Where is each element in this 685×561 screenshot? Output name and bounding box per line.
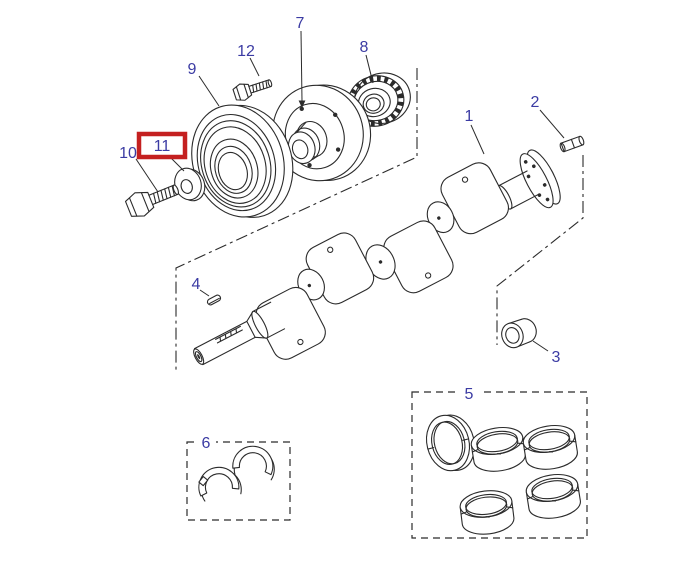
leader-line-9 — [198, 75, 220, 107]
part-thrust-washer-set — [198, 445, 275, 502]
callout-9[interactable]: 9 — [188, 61, 197, 78]
callout-1[interactable]: 1 — [465, 108, 474, 125]
callout-10[interactable]: 10 — [119, 145, 137, 162]
part-pulley-bolt — [124, 184, 180, 217]
callout-11[interactable]: 11 — [154, 138, 171, 155]
highlight-box-callout-11 — [136, 131, 188, 160]
callout-12[interactable]: 12 — [237, 43, 255, 60]
part-pulley-washer — [174, 167, 206, 202]
kit-box-thrust-washers — [186, 434, 291, 521]
part-damper-hub — [272, 84, 372, 182]
callout-5[interactable]: 5 — [465, 386, 474, 403]
part-dowel-pin — [559, 135, 585, 153]
leader-arrowhead-7 — [298, 100, 306, 108]
kit-box-bearing-shells — [411, 384, 588, 539]
leader-line-11 — [169, 156, 185, 172]
part-spacer-bushing — [501, 318, 537, 349]
leader-line-4 — [199, 289, 210, 297]
callout-8[interactable]: 8 — [360, 39, 369, 56]
part-woodruff-key — [206, 294, 222, 306]
part-bearing-shell-set — [425, 414, 583, 538]
part-crank-pulley — [191, 104, 294, 218]
part-timing-gear — [347, 72, 411, 127]
leader-line-2 — [539, 109, 565, 139]
leader-line-3 — [532, 340, 549, 352]
leader-line-1 — [470, 124, 485, 155]
leader-line-12 — [249, 57, 260, 77]
leader-line-7 — [300, 30, 303, 102]
leader-line-8 — [365, 54, 374, 84]
callout-2[interactable]: 2 — [531, 94, 540, 111]
callout-4[interactable]: 4 — [192, 276, 201, 293]
group-boundary-line-rear — [496, 155, 584, 345]
leader-line-10 — [135, 158, 159, 193]
callout-7[interactable]: 7 — [296, 15, 305, 32]
part-hub-bolt — [232, 79, 273, 101]
part-crankshaft — [193, 149, 561, 366]
callout-3[interactable]: 3 — [552, 349, 561, 366]
callout-6[interactable]: 6 — [202, 435, 211, 452]
